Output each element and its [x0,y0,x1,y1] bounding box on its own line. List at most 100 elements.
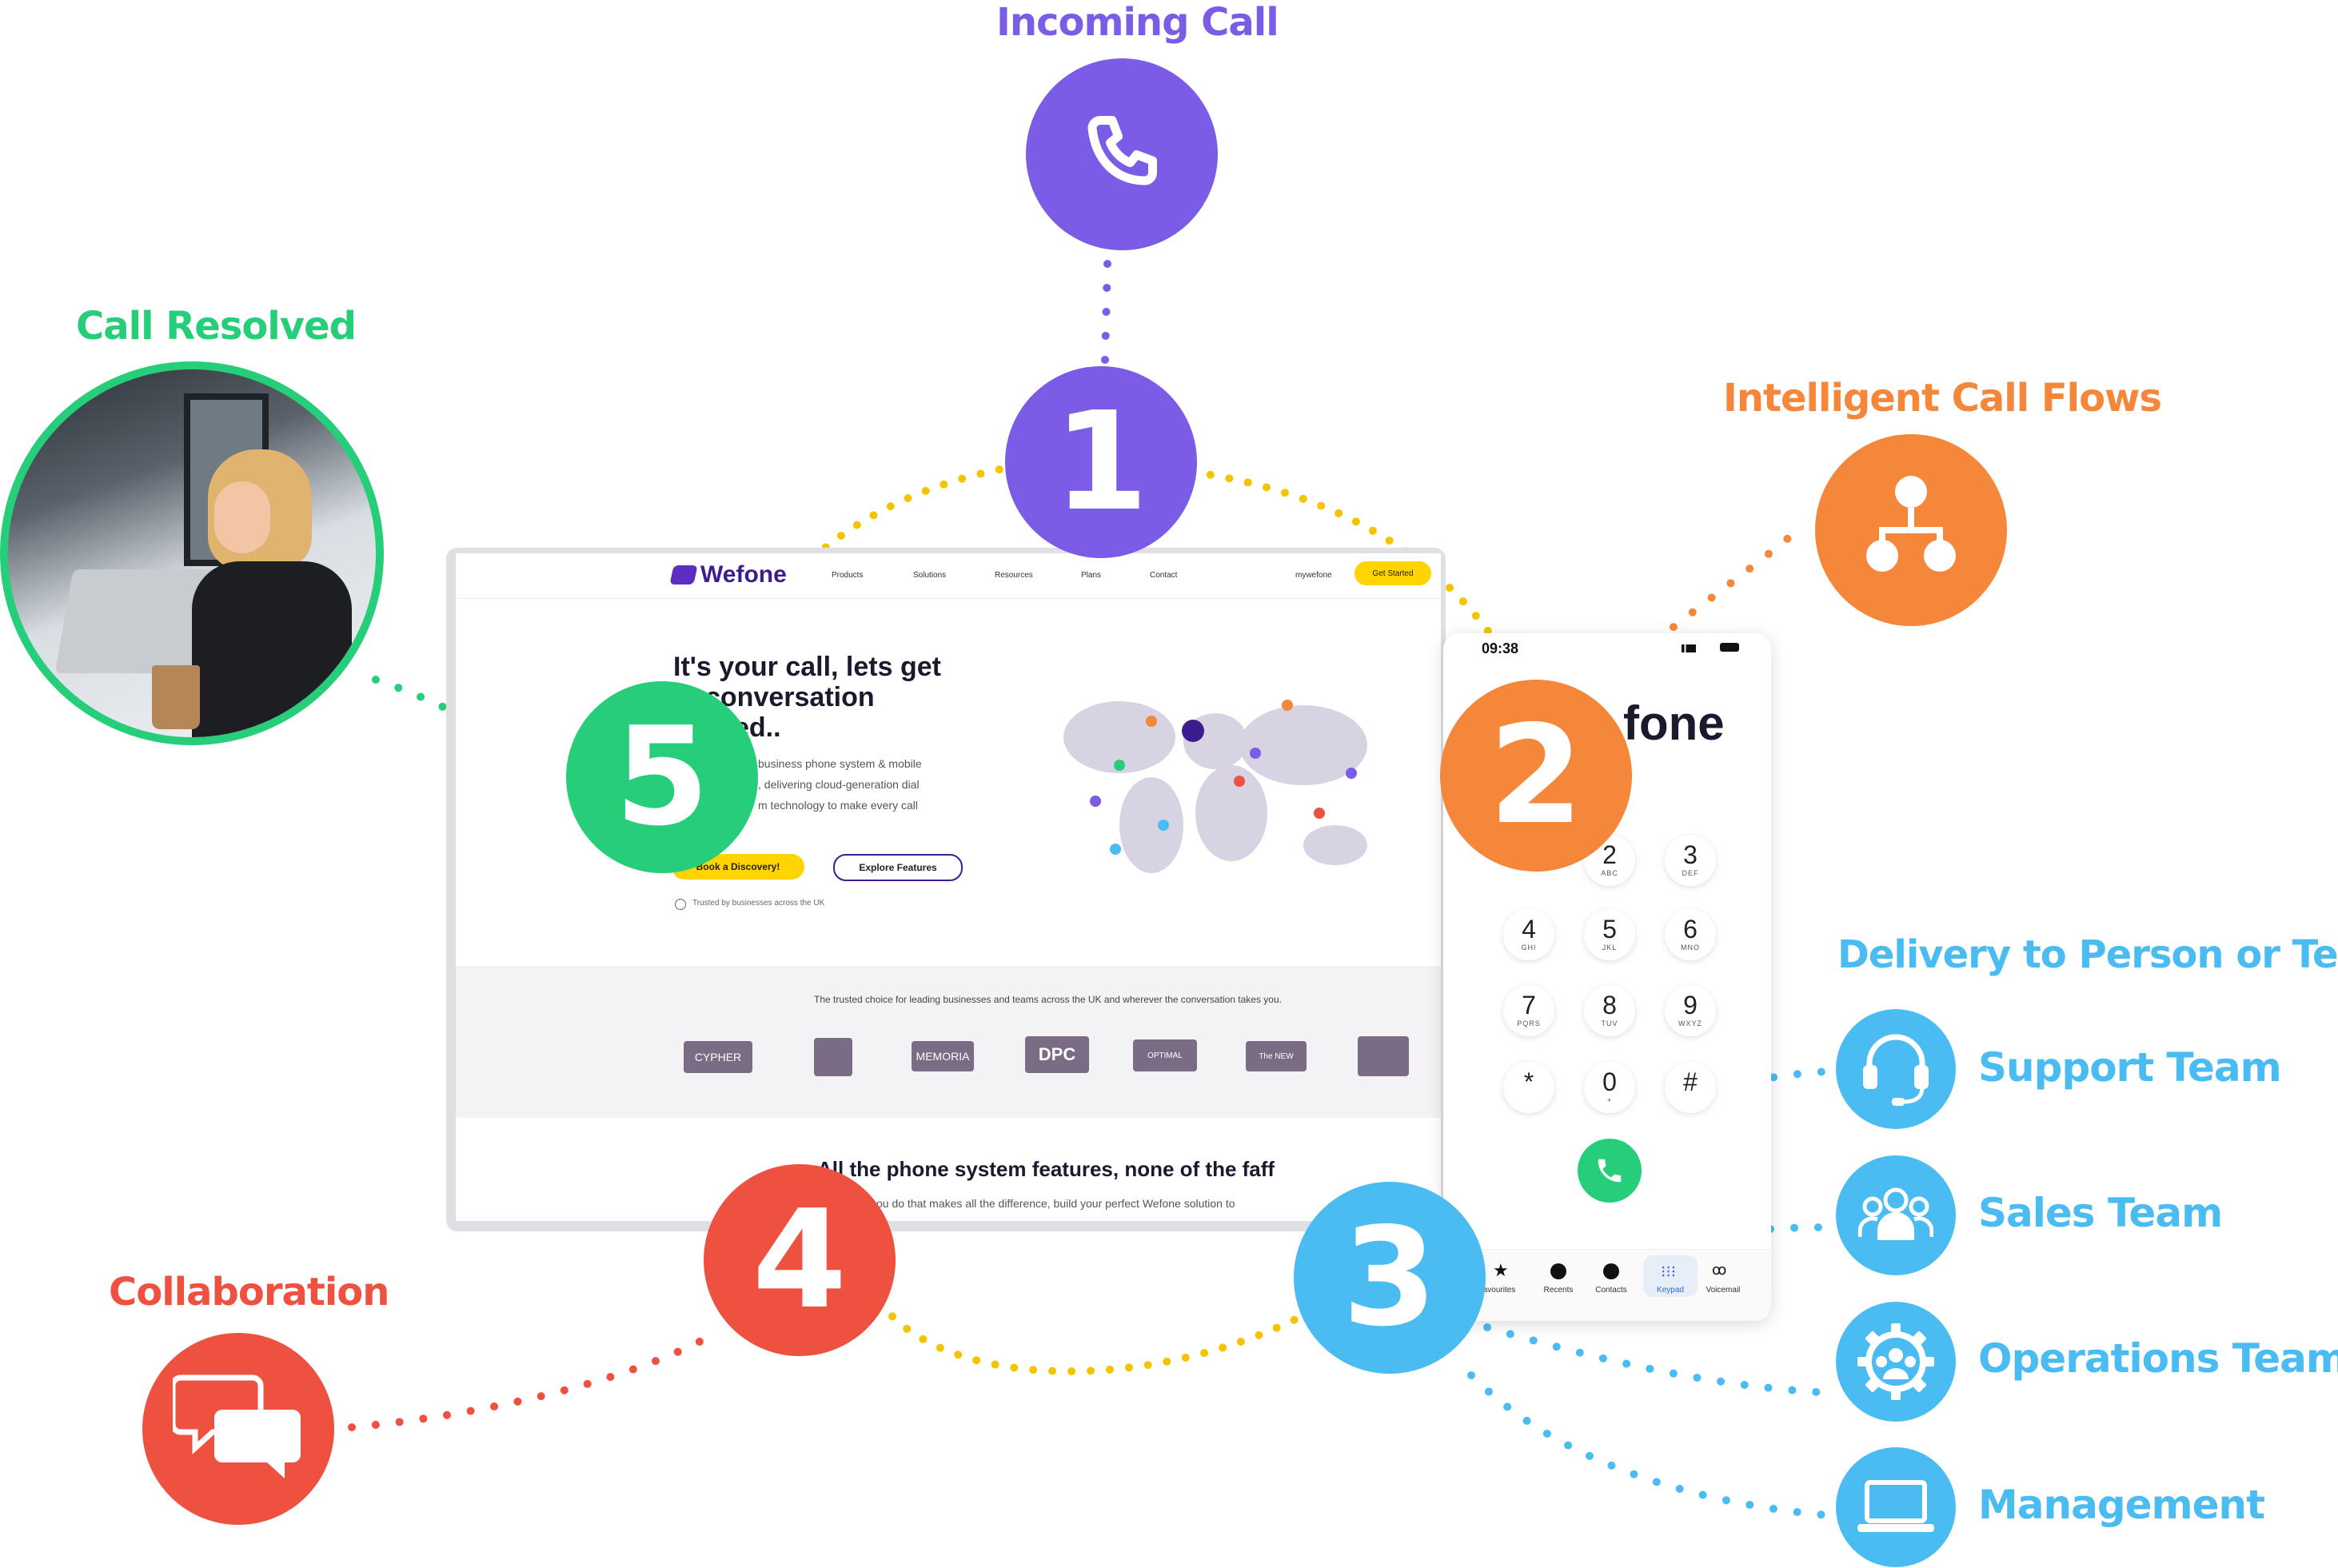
link-operations [1483,1323,1835,1397]
group-icon [1858,1187,1933,1240]
phone-icon [1598,1159,1622,1183]
nav-plans[interactable]: Plans [1081,571,1102,580]
client-logo-6: The NEW [1246,1041,1307,1071]
tab-favourites[interactable]: avourites [1482,1286,1516,1295]
hero-headline-1: It's your call, lets get [673,652,941,682]
step-5-number: 5 [614,698,710,856]
support-team-label: Support Team [1978,1044,2282,1091]
incoming-call-circle [1026,58,1218,250]
link-management [1467,1371,1831,1519]
site-logo[interactable]: Wefone [669,561,787,588]
step-2-number: 2 [1488,696,1584,855]
client-logo-2 [814,1038,852,1076]
call-resolved-label: Call Resolved [76,304,357,349]
step-4-badge: 4 [704,1164,896,1356]
trusted-text: Trusted by businesses across the UK [692,899,825,908]
coffee-cup [152,665,200,729]
tab-contacts[interactable]: Contacts [1595,1286,1627,1295]
recents-icon [1550,1263,1566,1279]
laptop-icon [1857,1480,1934,1532]
voicemail-icon: ꝏ [1712,1262,1727,1278]
step-2-badge: 2 [1440,680,1632,872]
sales-team-label: Sales Team [1978,1190,2223,1236]
keypad-icon: ⁝⁝⁝ [1661,1263,1677,1281]
management-label: Management [1978,1482,2265,1528]
collaboration-label: Collaboration [109,1270,389,1315]
hierarchy-icon [1866,476,1956,572]
client-logo-3: MEMORIA [912,1041,974,1071]
phone-icon [1087,116,1157,186]
features-title: All the phone system features, none of t… [817,1157,1275,1181]
login-link[interactable]: mywefone [1295,571,1332,580]
get-started-label: Get Started [1372,569,1414,578]
client-logo-7 [1358,1036,1409,1076]
tab-voicemail[interactable]: Voicemail [1706,1286,1741,1295]
step-1-badge: 1 [1005,366,1197,558]
battery-icon [1720,643,1739,652]
phone-time: 09:38 [1482,640,1519,656]
operations-team-label: Operations Team [1978,1335,2338,1382]
nav-divider [456,598,1441,599]
client-logo-4: DPC [1025,1036,1089,1073]
tab-bar [1443,1249,1771,1321]
star-icon: ★ [1493,1260,1509,1280]
nav-products[interactable]: Products [832,571,864,580]
link-collab [348,1331,716,1431]
phone-brand: fone [1623,696,1725,750]
call-resolved-photo [0,361,384,745]
intelligent-call-flows-label: Intelligent Call Flows [1723,376,2162,421]
key-hash[interactable]: # [1665,1062,1716,1113]
tab-recents[interactable]: Recents [1543,1286,1574,1295]
get-started-button[interactable]: Get Started [1355,561,1431,585]
key-0[interactable]: 0+ [1584,1062,1635,1113]
website-screen: Wefone Products Solutions Resources Plan… [456,553,1441,1221]
signal-icon [1682,644,1696,652]
call-button[interactable] [1578,1139,1642,1203]
incoming-call-label: Incoming Call [996,0,1279,45]
step-1-number: 1 [1053,383,1149,541]
person-jacket [192,561,352,737]
explore-features-button[interactable]: Explore Features [833,854,963,881]
chat-bubbles-icon [173,1374,301,1478]
key-star[interactable]: * [1503,1062,1554,1113]
tab-keypad[interactable]: Keypad [1657,1286,1684,1295]
book-discovery-label: Book a Discovery! [696,861,780,872]
step-5-badge: 5 [566,681,758,873]
nav-resources[interactable]: Resources [995,571,1033,580]
nav-contact[interactable]: Contact [1150,571,1178,580]
hero-body-1: business phone system & mobile [758,757,922,770]
step-3-badge: 3 [1294,1182,1486,1374]
contacts-icon [1603,1263,1619,1279]
nav-solutions[interactable]: Solutions [913,571,947,580]
trusted-check-icon [675,899,686,910]
headset-icon [1863,1034,1929,1106]
support-team-circle [1836,1009,1956,1129]
explore-features-label: Explore Features [859,862,937,873]
link-incoming [1101,260,1111,364]
hero-headline-2: conversation [705,682,875,712]
client-logo-1: CYPHER [684,1041,752,1073]
link-flows [1595,532,1795,692]
collaboration-circle [142,1333,334,1525]
hero-body-3: m technology to make every call [758,799,918,812]
hero-body-2: , delivering cloud-generation dial [758,778,920,791]
world-map [1063,700,1367,873]
delivery-label: Delivery to Person or Team [1837,932,2338,977]
wefone-logo-icon [669,565,698,585]
management-circle [1836,1447,1956,1567]
call-flows-circle [1815,434,2007,626]
client-logo-5: OPTIMAL [1133,1039,1197,1071]
sales-team-circle [1836,1155,1956,1275]
step-3-number: 3 [1342,1199,1438,1357]
person-face [214,481,270,553]
features-body: ou do that makes all the difference, bui… [876,1197,1235,1210]
ring-3-4 [884,1307,1315,1375]
operations-team-circle [1836,1302,1956,1422]
